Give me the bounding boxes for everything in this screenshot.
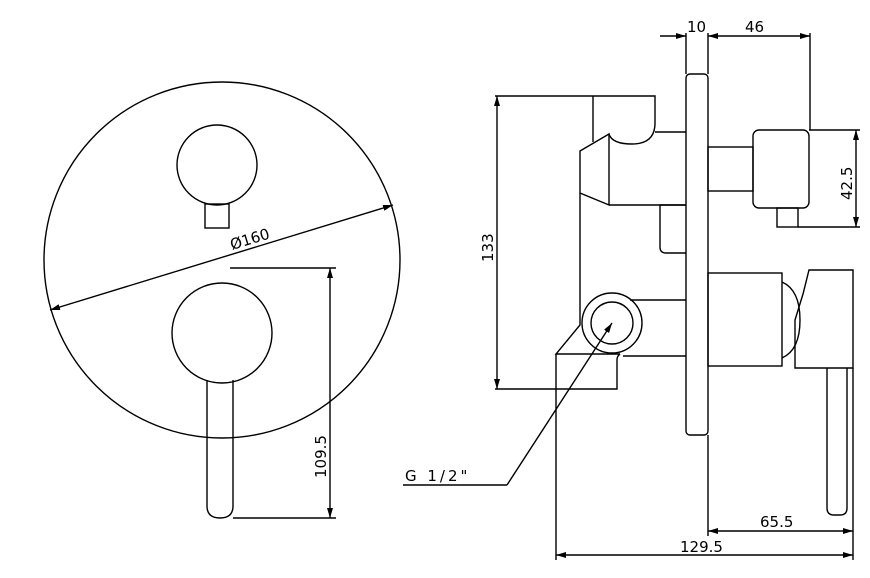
mixer-lever: [206, 380, 234, 519]
front-view: Ø160 109.5: [43, 81, 401, 519]
diverter-spindle: [707, 146, 754, 192]
body-height-label: 133: [479, 233, 497, 262]
body-tab: [659, 204, 686, 254]
lever-depth-label: 65.5: [760, 513, 793, 531]
top-handle-depth-label: 46: [745, 18, 764, 36]
plate-thickness-label: 10: [687, 18, 706, 36]
diameter-dimension: [49, 204, 394, 311]
top-handle-height-label: 42.5: [838, 167, 856, 200]
diverter-stem: [204, 203, 230, 229]
inlet-port: [590, 301, 634, 345]
connection-leader: [506, 322, 613, 486]
height-label: 109.5: [312, 435, 330, 478]
mixer-body: [554, 193, 620, 355]
diverter-stem-side: [776, 207, 799, 228]
wall-plate: [685, 73, 709, 436]
side-view: 10 46 42.5 133 65.5 129.5 G 1/2": [403, 18, 860, 560]
cover-plate: [43, 81, 401, 439]
mixer-cartridge: [707, 272, 783, 367]
total-depth-label: 129.5: [680, 538, 723, 556]
mixer-handle: [794, 269, 854, 369]
connection-label: G 1/2": [405, 467, 470, 485]
diverter-knob: [176, 124, 258, 206]
mixer-lever-side: [826, 368, 848, 516]
mixer-knob: [171, 282, 273, 384]
diverter-handle: [752, 129, 810, 209]
diverter-body: [593, 95, 656, 145]
inlet-ring: [581, 292, 643, 354]
